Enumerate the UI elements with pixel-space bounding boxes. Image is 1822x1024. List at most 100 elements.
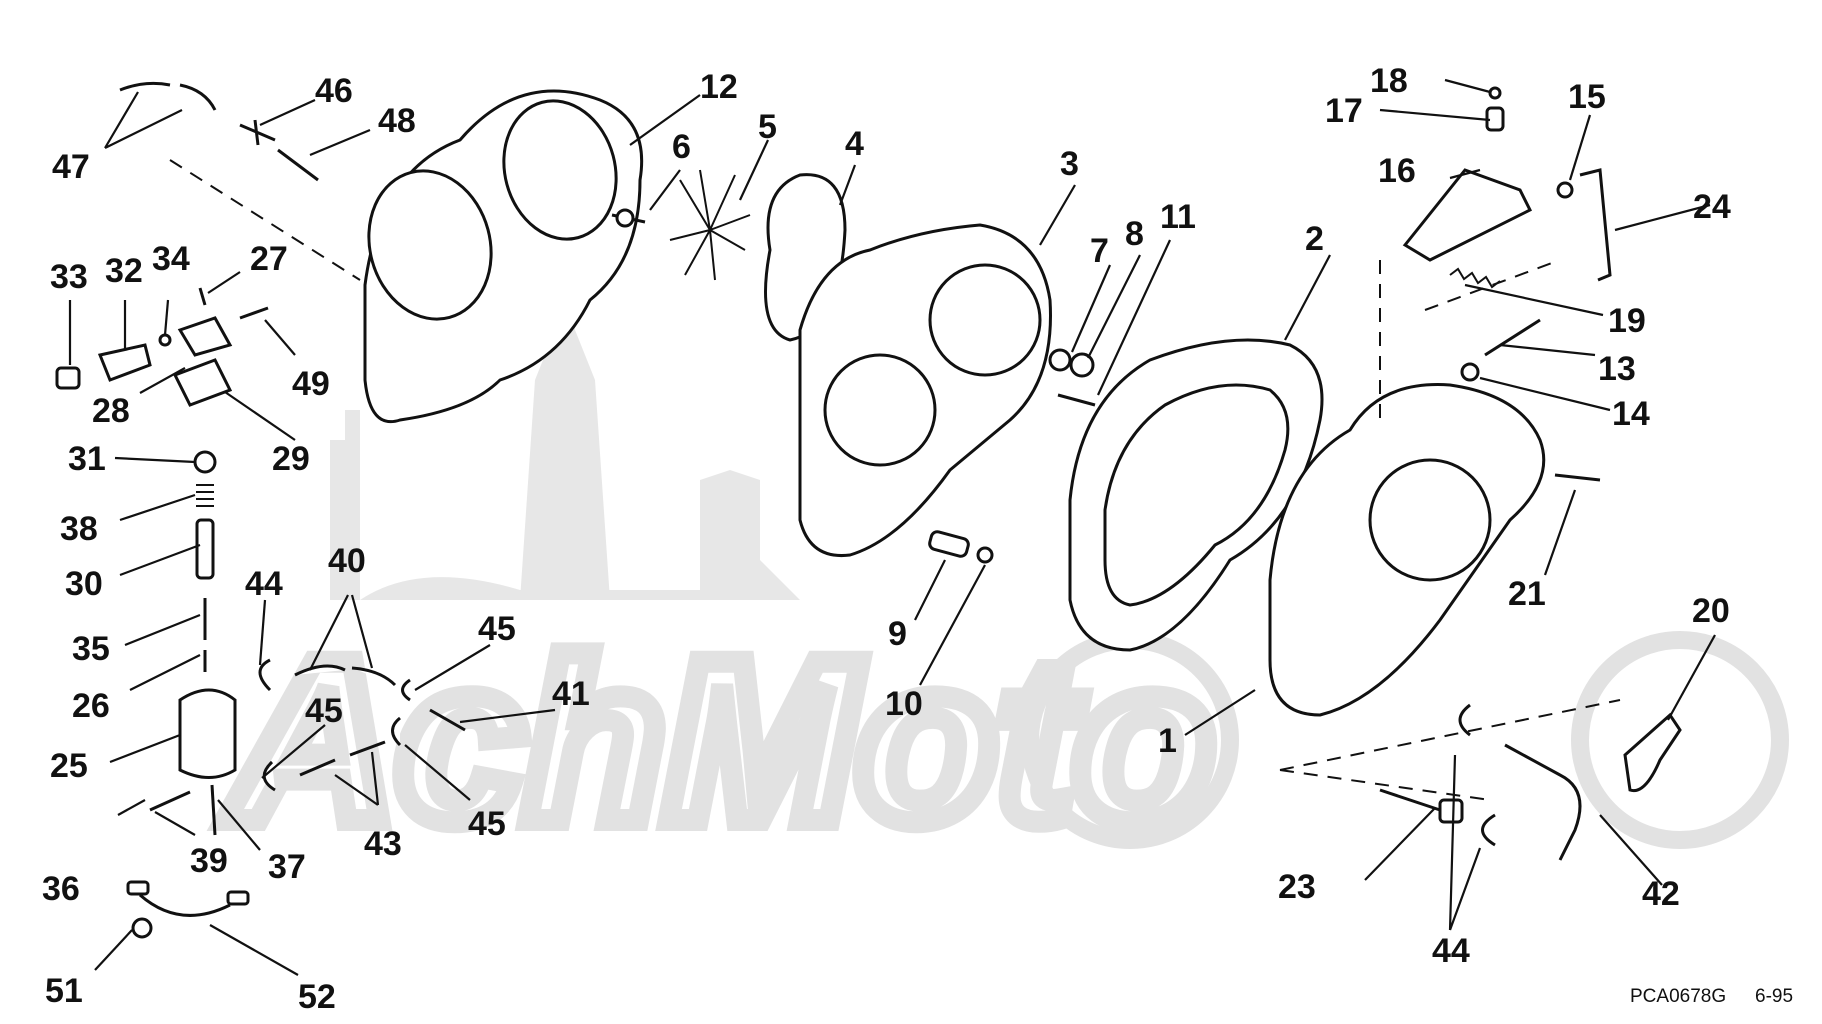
callout-20: 20 (1692, 592, 1730, 630)
hose-40-a (294, 664, 346, 677)
wire-39 (149, 790, 191, 812)
leader-lines (68, 78, 1716, 976)
callout-35: 35 (72, 630, 110, 668)
callout-37: 37 (268, 848, 306, 886)
hose-41 (429, 708, 466, 732)
screw-11 (1057, 393, 1096, 407)
assembly-guide-lever (1379, 259, 1561, 420)
clamp-45-top (401, 678, 411, 702)
hose-43-a (299, 758, 336, 777)
hose-48 (277, 148, 319, 182)
fitting-32 (97, 343, 152, 382)
callout-23: 23 (1278, 868, 1316, 906)
clamp-44-b (1481, 813, 1496, 847)
callout-29: 29 (272, 440, 310, 478)
callout-33: 33 (50, 258, 88, 296)
callout-40: 40 (328, 542, 366, 580)
callout-8: 8 (1125, 215, 1144, 253)
clip-18 (1488, 86, 1502, 100)
assembly-guide-top (169, 159, 361, 281)
footer-date: 6-95 (1755, 986, 1793, 1007)
cap-33 (55, 366, 81, 390)
callout-13: 13 (1598, 350, 1636, 388)
callout-16: 16 (1378, 152, 1416, 190)
callout-7: 7 (1090, 232, 1109, 270)
callout-2: 2 (1305, 220, 1324, 258)
callout-44-left: 44 (245, 565, 283, 603)
fitting-14 (1460, 362, 1480, 382)
solenoid-25 (178, 688, 237, 779)
nut-8 (1069, 352, 1095, 378)
screw-13 (1484, 318, 1541, 357)
clamp-44-left (258, 658, 272, 692)
callout-48: 48 (378, 102, 416, 140)
callout-12: 12 (700, 68, 738, 106)
callout-4: 4 (845, 125, 864, 163)
callout-52: 52 (298, 978, 336, 1016)
callout-19: 19 (1608, 302, 1646, 340)
callout-6: 6 (672, 128, 691, 166)
footer: PCA0678G 6-95 (1630, 986, 1793, 1007)
washer-7 (1048, 348, 1072, 372)
screw-51 (131, 917, 153, 939)
callout-9: 9 (888, 615, 907, 653)
assembly-guide-lower (1279, 699, 1621, 801)
tee-fitting-46 (239, 119, 276, 146)
callout-46: 46 (315, 72, 353, 110)
nut-15 (1556, 181, 1574, 199)
callout-51: 51 (45, 972, 83, 1010)
tube-30 (195, 518, 215, 580)
callout-45-top: 45 (478, 610, 516, 648)
spring-19 (1449, 267, 1501, 289)
callout-3: 3 (1060, 145, 1079, 183)
callout-31: 31 (68, 440, 106, 478)
callout-39: 39 (190, 842, 228, 880)
callout-10: 10 (885, 685, 923, 723)
clamp-45-mid (391, 716, 402, 747)
hose-43-b (349, 740, 386, 757)
hose-47-upper (119, 81, 171, 92)
callout-45-mid: 45 (305, 692, 343, 730)
parts-drawing (55, 81, 1682, 939)
terminal-37 (210, 784, 217, 836)
hose-42 (1504, 743, 1582, 861)
callout-11: 11 (1160, 198, 1196, 236)
callout-18: 18 (1370, 62, 1408, 100)
callout-32: 32 (105, 252, 143, 290)
callout-44-right: 44 (1432, 932, 1470, 970)
screw-27 (198, 287, 207, 306)
footer-code: PCA0678G (1630, 986, 1726, 1007)
callout-43: 43 (364, 825, 402, 863)
check-valve-9 (928, 530, 970, 558)
bolt-23 (1379, 788, 1441, 812)
callout-27: 27 (250, 240, 288, 278)
oring-34 (158, 333, 172, 347)
strap-52 (139, 893, 231, 917)
callout-21: 21 (1508, 575, 1546, 613)
callout-1: 1 (1158, 722, 1177, 760)
hose-40-b (351, 666, 397, 687)
spring-38 (196, 484, 214, 507)
callout-36: 36 (42, 870, 80, 908)
callout-34: 34 (152, 240, 190, 278)
fitting-10 (976, 546, 994, 564)
svg-text:AchMoto: AchMoto (225, 612, 1214, 869)
callout-42: 42 (1642, 875, 1680, 913)
callout-17: 17 (1325, 92, 1363, 130)
screw-21 (1554, 473, 1601, 482)
hose-49 (239, 306, 269, 320)
callout-45-low: 45 (468, 805, 506, 843)
valve-star-5 (669, 169, 751, 281)
callout-14: 14 (1612, 395, 1650, 433)
callout-26: 26 (72, 687, 110, 725)
callout-25: 25 (50, 747, 88, 785)
callout-38: 38 (60, 510, 98, 548)
cap-31 (193, 450, 217, 474)
hose-47-lower (179, 83, 217, 111)
bolt-head-23 (1438, 798, 1464, 824)
valve-body-28 (177, 316, 233, 357)
lever-16 (1402, 168, 1533, 262)
callout-28: 28 (92, 392, 130, 430)
gasket-29 (172, 358, 233, 407)
